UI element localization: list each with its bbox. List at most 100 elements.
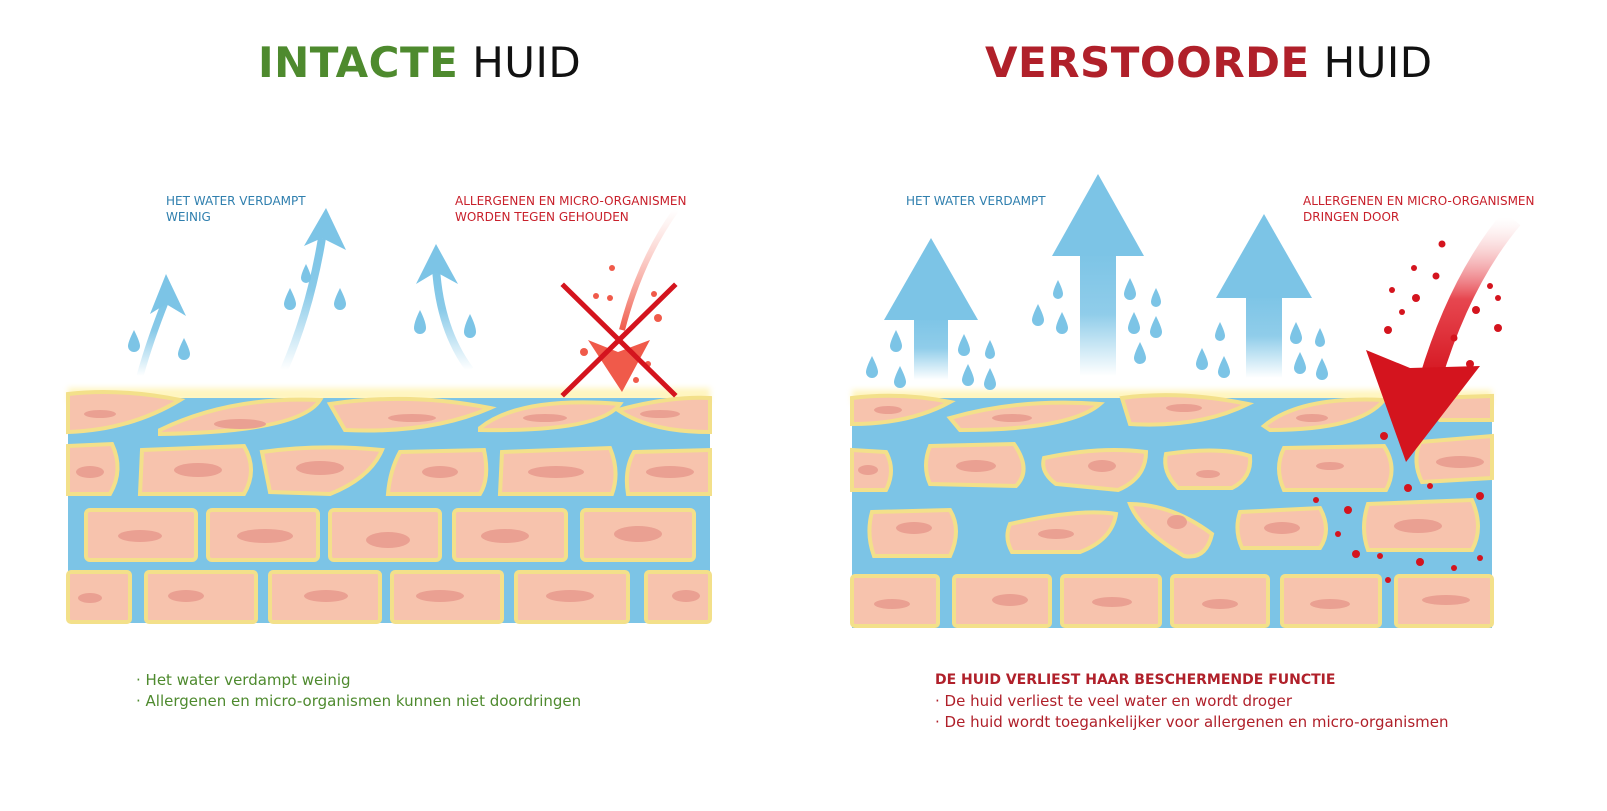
allergen-particle-icon bbox=[1427, 483, 1433, 489]
water-drop-icon bbox=[1316, 358, 1328, 380]
cell-nucleus bbox=[296, 461, 344, 475]
cell-nucleus bbox=[992, 594, 1028, 606]
cell-row-4 bbox=[850, 574, 1494, 628]
water-drop-icon bbox=[1218, 356, 1230, 378]
cell-nucleus bbox=[422, 466, 458, 478]
water-drop-icon bbox=[414, 310, 426, 334]
intact-allergen-label-line: WORDEN TEGEN GEHOUDEN bbox=[455, 210, 629, 224]
disturbed-note: · De huid wordt toegankelijker voor alle… bbox=[935, 713, 1449, 731]
allergen-particle-icon bbox=[609, 265, 615, 271]
allergen-particle-icon bbox=[1451, 565, 1457, 571]
cell-nucleus bbox=[366, 532, 410, 548]
intact-skin-panel: INTACTE HUID HET WATER VERDAMPT WEINIG A… bbox=[0, 0, 800, 811]
water-evaporation-arrows bbox=[884, 174, 1312, 380]
skin-cell bbox=[66, 390, 186, 435]
cell-row-3 bbox=[84, 508, 696, 562]
surface-cells bbox=[850, 393, 1494, 433]
water-drop-icon bbox=[1056, 312, 1068, 334]
water-evaporation-arrow-icon bbox=[416, 244, 458, 284]
cell-nucleus bbox=[1316, 462, 1344, 470]
intact-water-label-line: HET WATER VERDAMPT bbox=[166, 194, 306, 208]
water-drop-icon bbox=[1196, 348, 1208, 370]
disturbed-skin-panel: VERSTOORDE HUID HET WATER VERDAMPT ALLER… bbox=[800, 0, 1607, 811]
cell-nucleus bbox=[858, 465, 878, 475]
allergen-particle-icon bbox=[1416, 558, 1424, 566]
water-drop-icon bbox=[301, 264, 311, 283]
allergen-particle-icon bbox=[1472, 306, 1480, 314]
water-drop-icon bbox=[984, 368, 996, 390]
water-drop-icon bbox=[1151, 288, 1161, 307]
allergen-particle-icon bbox=[651, 291, 657, 297]
intact-title-strong: INTACTE bbox=[258, 38, 459, 87]
cell-nucleus bbox=[237, 529, 293, 543]
disturbed-water-label-line: HET WATER VERDAMPT bbox=[906, 194, 1046, 208]
cell-nucleus bbox=[672, 590, 700, 602]
intact-note: · Het water verdampt weinig bbox=[136, 671, 351, 689]
disturbed-note: · De huid verliest te veel water en word… bbox=[935, 692, 1292, 710]
water-drops bbox=[128, 264, 476, 360]
cell-nucleus bbox=[416, 590, 464, 602]
allergen-particle-icon bbox=[1389, 287, 1395, 293]
allergen-particle-icon bbox=[1411, 265, 1417, 271]
cell-nucleus bbox=[214, 419, 266, 429]
allergen-particles bbox=[580, 265, 662, 383]
intact-notes: · Het water verdampt weinig · Allergenen… bbox=[136, 670, 581, 712]
cell-nucleus bbox=[874, 406, 902, 414]
water-drop-icon bbox=[985, 340, 995, 359]
cell-nucleus bbox=[646, 466, 694, 478]
allergen-arrow-icon bbox=[1366, 350, 1480, 462]
cell-nucleus bbox=[168, 590, 204, 602]
disturbed-notes-heading: DE HUID VERLIEST HAAR BESCHERMENDE FUNCT… bbox=[935, 672, 1336, 688]
cell-nucleus bbox=[481, 529, 529, 543]
water-evaporation-arrow-icon bbox=[280, 237, 326, 372]
water-drop-icon bbox=[866, 356, 878, 378]
allergen-particle-icon bbox=[1438, 240, 1446, 248]
water-drop-icon bbox=[1290, 322, 1302, 344]
cell-nucleus bbox=[304, 590, 348, 602]
cell-nucleus bbox=[546, 590, 594, 602]
water-drop-icon bbox=[464, 314, 476, 338]
allergen-particle-icon bbox=[580, 348, 588, 356]
allergen-penetration bbox=[1313, 210, 1521, 583]
cell-nucleus bbox=[1422, 595, 1470, 605]
water-drop-icon bbox=[284, 288, 296, 310]
disturbed-allergen-label-line: ALLERGENEN EN MICRO-ORGANISMEN bbox=[1303, 194, 1535, 208]
disturbed-title-strong: VERSTOORDE bbox=[985, 38, 1310, 87]
surface-cells bbox=[66, 390, 712, 437]
water-evaporation-arrows bbox=[136, 208, 474, 377]
cell-nucleus bbox=[640, 410, 680, 418]
skin-cell bbox=[158, 397, 324, 437]
cell-nucleus bbox=[1202, 599, 1238, 609]
water-drop-icon bbox=[1128, 312, 1140, 334]
intact-title: INTACTE HUID bbox=[258, 38, 581, 87]
allergen-particle-icon bbox=[1399, 309, 1405, 315]
cell-nucleus bbox=[992, 414, 1032, 422]
cross-block-icon bbox=[560, 282, 678, 398]
disturbed-title: VERSTOORDE HUID bbox=[985, 38, 1433, 87]
allergen-particle-icon bbox=[1432, 272, 1440, 280]
disturbed-allergen-label-line: DRINGEN DOOR bbox=[1303, 210, 1400, 224]
water-drop-icon bbox=[334, 288, 346, 310]
allergen-particle-icon bbox=[1385, 577, 1391, 583]
skin-cell bbox=[1163, 448, 1253, 490]
intact-title-rest: HUID bbox=[458, 38, 582, 87]
allergen-particle-icon bbox=[1377, 553, 1383, 559]
allergen-particle-icon bbox=[1476, 492, 1484, 500]
cell-nucleus bbox=[388, 414, 436, 422]
cell-nucleus bbox=[1296, 414, 1328, 422]
water-drop-icon bbox=[1215, 322, 1225, 341]
intact-water-label: HET WATER VERDAMPT WEINIG bbox=[166, 193, 306, 225]
water-drop-icon bbox=[1294, 352, 1306, 374]
disturbed-allergen-label: ALLERGENEN EN MICRO-ORGANISMEN DRINGEN D… bbox=[1303, 193, 1535, 225]
water-drops bbox=[866, 278, 1328, 390]
water-drop-icon bbox=[128, 330, 140, 352]
allergen-particle-icon bbox=[1494, 324, 1502, 332]
intact-allergen-label-line: ALLERGENEN EN MICRO-ORGANISMEN bbox=[455, 194, 687, 208]
cell-nucleus bbox=[1088, 460, 1116, 472]
cell-nucleus bbox=[78, 593, 102, 603]
cell-nucleus bbox=[528, 466, 584, 478]
allergen-particle-icon bbox=[593, 293, 599, 299]
water-evaporation-arrow-icon bbox=[914, 316, 948, 380]
water-drop-icon bbox=[1124, 278, 1136, 300]
water-drop-icon bbox=[958, 334, 970, 356]
